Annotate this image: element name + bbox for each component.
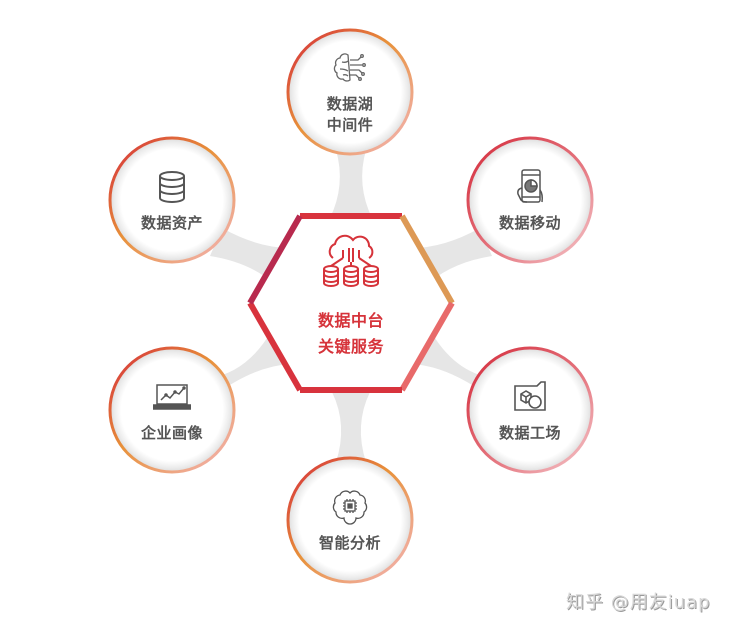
mobile-chart-icon xyxy=(510,167,550,207)
hub-hexagon xyxy=(247,213,455,393)
watermark: 知乎 @用友iuap xyxy=(566,592,711,613)
node-label: 企业画像 xyxy=(140,423,203,442)
brain-circuit-icon xyxy=(330,48,370,88)
node-label: 数据工场 xyxy=(498,423,561,442)
node-data-mobile: 数据移动 xyxy=(468,138,592,262)
node-data-factory: 数据工场 xyxy=(468,348,592,472)
node-label-line1: 数据湖 xyxy=(326,95,374,113)
hub-label-line2: 关键服务 xyxy=(317,337,384,356)
node-intelligent-analysis: 智能分析 xyxy=(288,458,412,582)
node-label: 数据资产 xyxy=(140,213,203,232)
hub-key-services: 数据中台 关键服务 xyxy=(250,213,452,393)
hub-label: 数据中台 关键服务 xyxy=(318,308,384,360)
node-label: 数据湖 中间件 xyxy=(327,94,374,136)
database-icon xyxy=(152,167,192,207)
laptop-trend-icon xyxy=(152,377,192,417)
hub-label-line1: 数据中台 xyxy=(317,311,384,330)
folder-shapes-icon xyxy=(510,377,550,417)
node-label: 智能分析 xyxy=(318,533,381,552)
node-rings xyxy=(108,28,594,584)
node-data-assets: 数据资产 xyxy=(110,138,234,262)
node-data-lake-middleware: 数据湖 中间件 xyxy=(288,30,412,154)
node-enterprise-profile: 企业画像 xyxy=(110,348,234,472)
node-label-line2: 中间件 xyxy=(326,116,374,134)
brain-chip-icon xyxy=(330,487,370,527)
node-label: 数据移动 xyxy=(498,213,561,232)
cloud-database-icon xyxy=(319,232,383,294)
